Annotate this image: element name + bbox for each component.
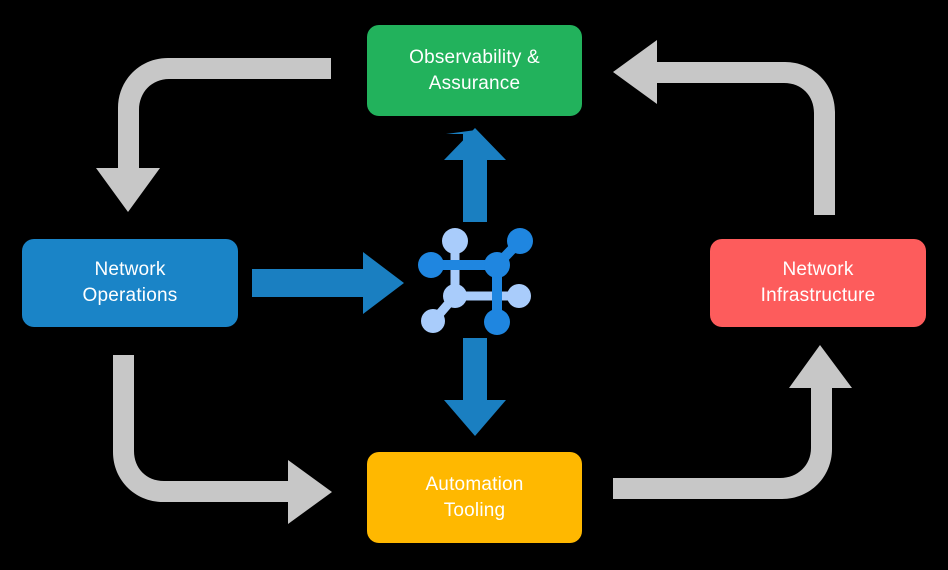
node-network-operations[interactable]: Network Operations <box>22 239 238 327</box>
node-observability-line2: Assurance <box>428 72 521 94</box>
arrow-operations-to-automation <box>113 355 332 524</box>
arrow-center-to-automation <box>444 338 506 436</box>
arrow-operations-to-center <box>252 252 404 314</box>
arrow-infrastructure-to-observability <box>613 40 835 215</box>
arrow-automation-to-infrastructure <box>613 345 852 499</box>
node-network-operations-line2: Operations <box>82 285 178 306</box>
node-network-infrastructure-line1: Network <box>782 259 854 281</box>
node-automation-tooling[interactable]: Automation Tooling <box>367 452 582 543</box>
node-network-operations-line1: Network <box>94 259 166 281</box>
node-observability-label: Observability & Assurance <box>389 45 560 96</box>
network-topology-icon <box>418 228 533 335</box>
node-network-infrastructure[interactable]: Network Infrastructure <box>710 239 926 327</box>
node-network-infrastructure-label: Network Infrastructure <box>741 257 896 308</box>
arrow-center-to-observability <box>444 128 506 222</box>
arrow-observability-to-operations <box>96 58 331 212</box>
node-network-operations-label: Network Operations <box>63 257 198 308</box>
node-observability-assurance[interactable]: Observability & Assurance <box>367 25 582 116</box>
node-automation-tooling-line1: Automation <box>425 473 524 495</box>
node-automation-tooling-line2: Tooling <box>443 499 506 521</box>
node-network-infrastructure-line2: Infrastructure <box>760 285 876 306</box>
node-automation-tooling-label: Automation Tooling <box>405 472 543 523</box>
node-observability-line1: Observability & <box>409 46 540 68</box>
